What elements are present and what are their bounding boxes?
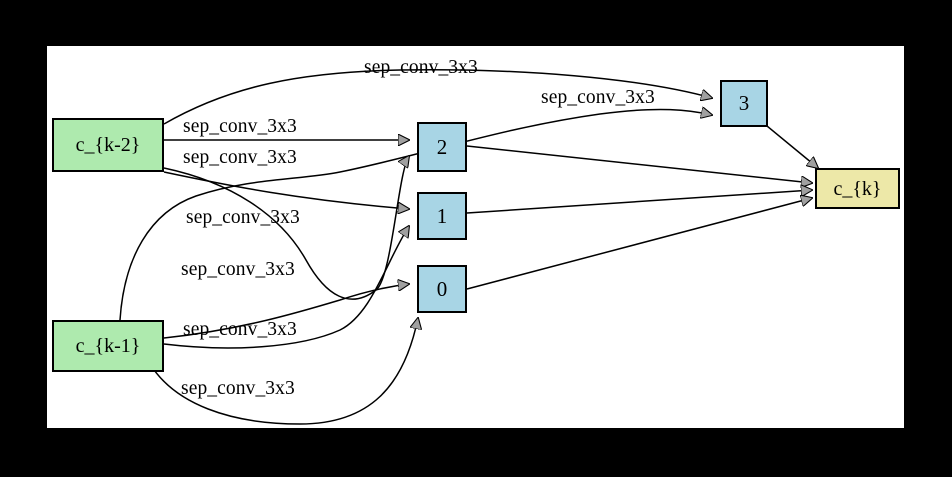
node-0[interactable]: 0 (417, 265, 467, 313)
edge-label-ck2-to-2-a: sep_conv_3x3 (183, 116, 297, 137)
node-c-k-label: c_{k} (833, 177, 882, 200)
edge-label-ck1-to-0-a: sep_conv_3x3 (183, 319, 297, 340)
edge-label-ck2-to-1: sep_conv_3x3 (186, 207, 300, 228)
edge-label-ck1-to-3: sep_conv_3x3 (541, 87, 655, 108)
node-c-k-minus-2-label: c_{k-2} (75, 134, 141, 156)
node-1[interactable]: 1 (417, 192, 467, 240)
node-2-label: 2 (436, 134, 448, 159)
edge-label-ck1-to-0-b: sep_conv_3x3 (181, 378, 295, 399)
node-0-label: 0 (436, 276, 448, 301)
node-3[interactable]: 3 (720, 80, 768, 127)
node-1-label: 1 (436, 203, 448, 228)
node-c-k-minus-1-label: c_{k-1} (75, 335, 141, 357)
node-c-k[interactable]: c_{k} (815, 168, 900, 209)
edge-label-ck2-to-2-b: sep_conv_3x3 (183, 147, 297, 168)
graph-canvas (47, 46, 904, 428)
edge-label-ck2-to-3: sep_conv_3x3 (364, 57, 478, 78)
edge-label-ck1-to-1: sep_conv_3x3 (181, 259, 295, 280)
node-c-k-minus-1[interactable]: c_{k-1} (52, 320, 164, 372)
node-3-label: 3 (738, 91, 750, 115)
node-2[interactable]: 2 (417, 122, 467, 172)
node-c-k-minus-2[interactable]: c_{k-2} (52, 118, 164, 172)
